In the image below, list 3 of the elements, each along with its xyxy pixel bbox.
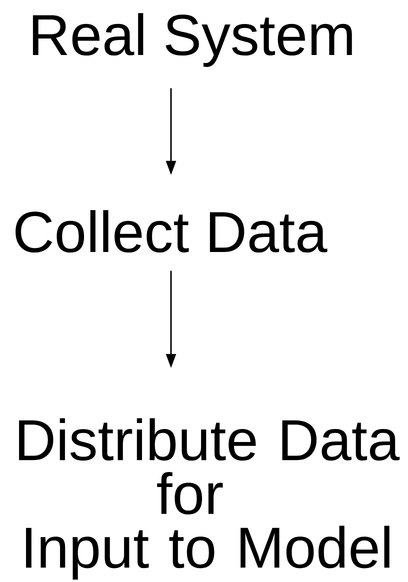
text-label: Collect Data bbox=[16, 210, 328, 253]
text-label: Real System bbox=[32, 13, 352, 67]
text-label: Distribute Data for Input to Model bbox=[19, 418, 400, 580]
